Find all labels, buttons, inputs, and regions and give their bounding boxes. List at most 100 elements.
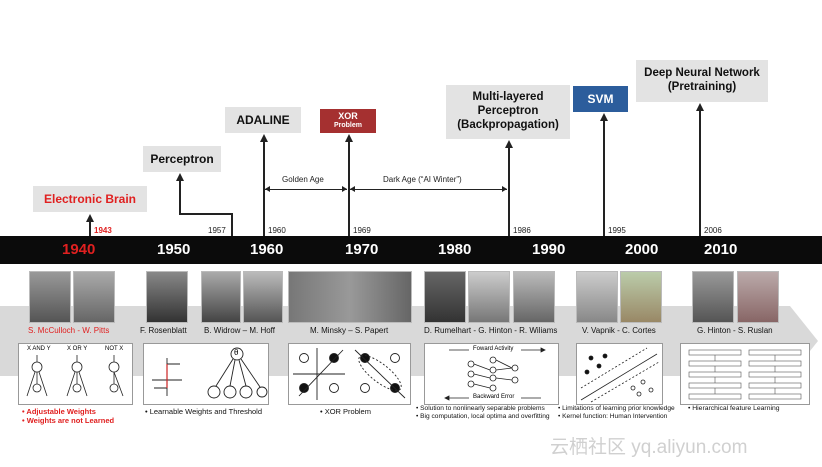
perceptron-line-up	[179, 180, 181, 214]
svm-arrowhead	[600, 113, 608, 121]
names-hinton-ruslan: G. Hinton - S. Ruslan	[697, 326, 773, 335]
year-1986: 1986	[513, 226, 531, 235]
photo-ruslan	[737, 271, 779, 323]
decade-2000: 2000	[625, 241, 659, 258]
perceptron-line-down	[231, 213, 233, 236]
decade-1990: 1990	[532, 241, 566, 258]
decade-2010: 2010	[704, 241, 738, 258]
electronic-brain-box: Electronic Brain	[33, 186, 147, 212]
year-1969: 1969	[353, 226, 371, 235]
xor-arrow	[348, 142, 350, 236]
mlp-arrowhead	[505, 140, 513, 148]
svm-svg	[580, 347, 660, 403]
mlp-label-2: Perceptron	[477, 105, 539, 118]
year-1960: 1960	[268, 226, 286, 235]
decade-1940: 1940	[62, 241, 96, 258]
mlp-arrow	[508, 148, 510, 236]
backward-error-label: Backward Error	[473, 394, 515, 400]
photo-minsky-papert	[288, 271, 412, 323]
panel-xor	[288, 343, 411, 405]
mlp-label-3: (Backpropagation)	[457, 118, 559, 131]
or-gate-label: X OR Y	[67, 346, 88, 352]
perceptron-box: Perceptron	[143, 146, 221, 172]
mlp-label-1: Multi-layered	[472, 91, 544, 104]
dnn-arrowhead	[696, 103, 704, 111]
xor-label: XOR	[338, 111, 358, 122]
names-vapnik-cortes: V. Vapnik - C. Cortes	[582, 326, 656, 335]
decade-1970: 1970	[345, 241, 379, 258]
electronic-brain-label: Electronic Brain	[43, 191, 137, 206]
photo-hoff	[243, 271, 283, 323]
xor-problem-label: Problem	[333, 122, 362, 130]
dark-age-span	[350, 189, 507, 190]
names-minsky-papert: M. Minsky – S. Papert	[310, 326, 389, 335]
svm-label: SVM	[587, 91, 614, 106]
panel-deep-network	[680, 343, 810, 405]
decade-1980: 1980	[438, 241, 472, 258]
dark-age-left-tip	[350, 186, 355, 192]
adaline-box: ADALINE	[225, 107, 301, 133]
panel-svm	[576, 343, 663, 405]
decade-1960: 1960	[250, 241, 284, 258]
caption-limitations: • Limitations of learning prior knowledg…	[558, 405, 675, 412]
panel-backprop: Foward Activity Backward Error	[424, 343, 559, 405]
caption-learnable-weights: • Learnable Weights and Threshold	[145, 407, 263, 416]
photo-widrow	[201, 271, 241, 323]
forward-activity-label: Foward Activity	[473, 346, 514, 352]
golden-age-span	[265, 189, 347, 190]
panel-perceptron: θ	[143, 343, 269, 405]
backprop-svg	[444, 347, 546, 401]
photo-rosenblatt	[146, 271, 188, 323]
watermark: 云栖社区 yq.aliyun.com	[550, 437, 748, 458]
year-1995: 1995	[608, 226, 626, 235]
not-gate-label: NOT X	[105, 346, 124, 352]
year-1957: 1957	[208, 226, 226, 235]
year-2006: 2006	[704, 226, 722, 235]
timeline-bar	[0, 236, 822, 264]
photo-cortes	[620, 271, 662, 323]
caption-hierarchical-learning: • Hierarchical feature Learning	[688, 405, 780, 412]
xor-problem-box: XOR Problem	[320, 109, 376, 133]
dnn-label-2: (Pretraining)	[667, 81, 737, 93]
caption-nonlinear-solution: • Solution to nonlinearly separable prob…	[416, 405, 545, 412]
golden-age-label: Golden Age	[282, 175, 324, 184]
dnn-arrow	[699, 111, 701, 236]
names-mcculloch-pitts: S. McCulloch - W. Pitts	[28, 326, 110, 335]
caption-weights-not-learned: • Weights are not Learned	[22, 416, 115, 425]
perceptron-svg	[152, 347, 268, 399]
electronic-brain-arrow	[89, 222, 91, 236]
photo-vapnik	[576, 271, 618, 323]
caption-kernel-function: • Kernel function: Human Intervention	[558, 413, 668, 420]
golden-age-right-tip	[342, 186, 347, 192]
photo-mcculloch	[29, 271, 71, 323]
perceptron-arrowhead	[176, 173, 184, 181]
caption-big-computation: • Big computation, local optima and over…	[416, 413, 550, 420]
deep-network-svg	[688, 349, 802, 400]
decade-1950: 1950	[157, 241, 191, 258]
dark-age-right-tip	[502, 186, 507, 192]
dnn-box: Deep Neural Network (Pretraining)	[636, 60, 768, 102]
golden-age-left-tip	[265, 186, 270, 192]
mlp-box: Multi-layered Perceptron (Backpropagatio…	[446, 85, 570, 139]
perceptron-label: Perceptron	[150, 151, 214, 166]
dark-age-label: Dark Age (“AI Winter”)	[383, 175, 462, 184]
logic-gates-svg	[26, 355, 124, 397]
names-rosenblatt: F. Rosenblatt	[140, 326, 187, 335]
svm-box: SVM	[573, 86, 628, 112]
caption-adjustable-weights: • Adjustable Weights	[22, 407, 96, 416]
photo-williams	[513, 271, 555, 323]
xor-arrowhead	[345, 134, 353, 142]
adaline-arrowhead	[260, 134, 268, 142]
caption-xor-problem: • XOR Problem	[320, 407, 371, 416]
panel-logic-gates: X AND Y X OR Y NOT X	[18, 343, 133, 405]
adaline-arrow	[263, 142, 265, 236]
xor-svg	[293, 348, 406, 400]
year-1943: 1943	[94, 226, 112, 235]
perceptron-line-h	[179, 213, 232, 215]
names-widrow-hoff: B. Widrow – M. Hoff	[204, 326, 275, 335]
theta-label: θ	[234, 348, 239, 357]
and-gate-label: X AND Y	[27, 346, 51, 352]
photo-rumelhart	[424, 271, 466, 323]
svm-arrow	[603, 121, 605, 236]
photo-hinton-2006	[692, 271, 734, 323]
